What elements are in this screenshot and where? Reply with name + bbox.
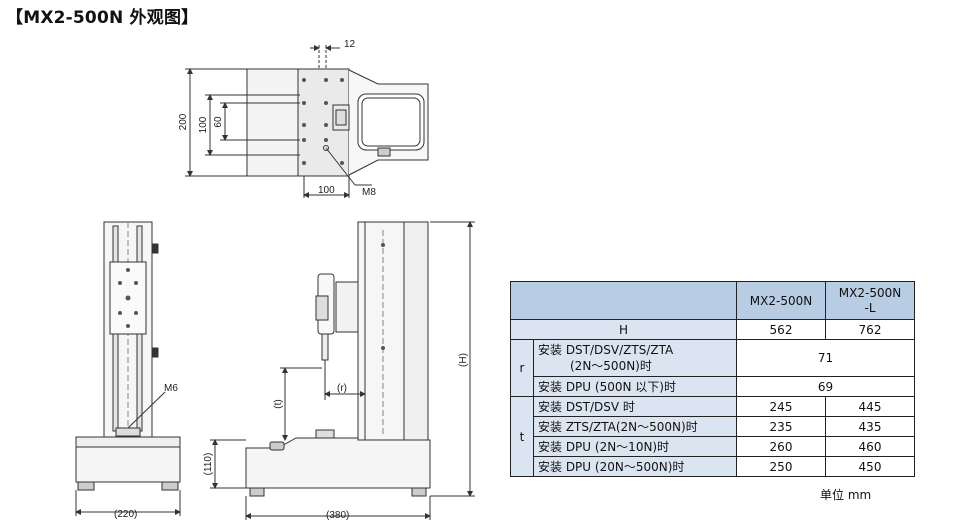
table-row: 安装 DPU (2N～10N)时 260 460 — [511, 436, 915, 457]
cell-r2-merged: 69 — [736, 376, 915, 397]
table-row: H 562 762 — [510, 319, 915, 340]
unit-note: 单位 mm — [820, 488, 872, 502]
dim-100-horizontal-label: 100 — [318, 185, 335, 196]
cell-t2-standard: 235 — [736, 416, 826, 437]
cell-H-long: 762 — [825, 319, 915, 340]
side-view — [210, 221, 475, 520]
dim-12-label: 12 — [344, 39, 356, 50]
row-label-t1: 安装 DST/DSV 时 — [533, 396, 737, 417]
row-label-r1: 安装 DST/DSV/ZTS/ZTA (2N～500N)时 — [533, 339, 737, 377]
front-view — [75, 221, 181, 516]
row-label-r1-line2: (2N～500N)时 — [570, 359, 652, 373]
col-header-l-line2: -L — [864, 300, 876, 315]
cell-t3-long: 460 — [825, 436, 915, 457]
dim-60-label: 60 — [213, 116, 224, 128]
dim-200-label: 200 — [178, 113, 189, 130]
row-label-H: H — [510, 319, 737, 340]
dim-r-label: (r) — [337, 383, 347, 394]
row-label-t3: 安装 DPU (2N～10N)时 — [533, 436, 737, 457]
page-title: 【MX2-500N 外观图】 — [6, 8, 199, 28]
top-view — [185, 45, 429, 198]
dim-t-label: (t) — [273, 399, 284, 408]
dim-100-vertical-label: 100 — [198, 116, 209, 133]
cell-t2-long: 435 — [825, 416, 915, 437]
bolt-m8-label: M8 — [362, 187, 376, 198]
row-label-r1-line1: 安装 DST/DSV/ZTS/ZTA — [538, 343, 674, 357]
table-row: r 安装 DST/DSV/ZTS/ZTA (2N～500N)时 71 — [510, 339, 915, 397]
cell-t3-standard: 260 — [736, 436, 826, 457]
row-label-t4: 安装 DPU (20N～500N)时 — [533, 456, 737, 477]
bolt-m6-label: M6 — [164, 383, 178, 394]
table-row: t 安装 DST/DSV 时 245 445 — [510, 396, 915, 477]
dimension-table: MX2-500N MX2-500N -L H 562 762 r 安装 DST/… — [510, 281, 915, 477]
row-label-r2: 安装 DPU (500N 以下)时 — [533, 376, 737, 397]
table-corner-cell — [510, 281, 737, 320]
col-header-l-line1: MX2-500N — [838, 285, 902, 300]
cell-t4-standard: 250 — [736, 456, 826, 477]
cell-t1-long: 445 — [825, 396, 915, 417]
group-label-r: r — [510, 339, 534, 397]
cell-t4-long: 450 — [825, 456, 915, 477]
dim-width-label: (220) — [114, 509, 137, 520]
row-label-t2: 安装 ZTS/ZTA(2N～500N)时 — [533, 416, 737, 437]
table-row: 安装 DPU (20N～500N)时 250 450 — [511, 456, 915, 477]
col-header-mx2-500n-l: MX2-500N -L — [825, 281, 915, 320]
dim-H-label: (H) — [458, 353, 469, 367]
dim-depth-label: (380) — [326, 510, 349, 521]
col-header-mx2-500n: MX2-500N — [736, 281, 826, 320]
cell-t1-standard: 245 — [736, 396, 826, 417]
cell-H-standard: 562 — [736, 319, 826, 340]
cell-r1-merged: 71 — [736, 339, 915, 377]
dim-base-height-label: (110) — [203, 453, 214, 476]
group-label-t: t — [510, 396, 534, 477]
table-row: 安装 DPU (500N 以下)时 69 — [511, 376, 915, 397]
table-row: 安装 ZTS/ZTA(2N～500N)时 235 435 — [511, 416, 915, 437]
